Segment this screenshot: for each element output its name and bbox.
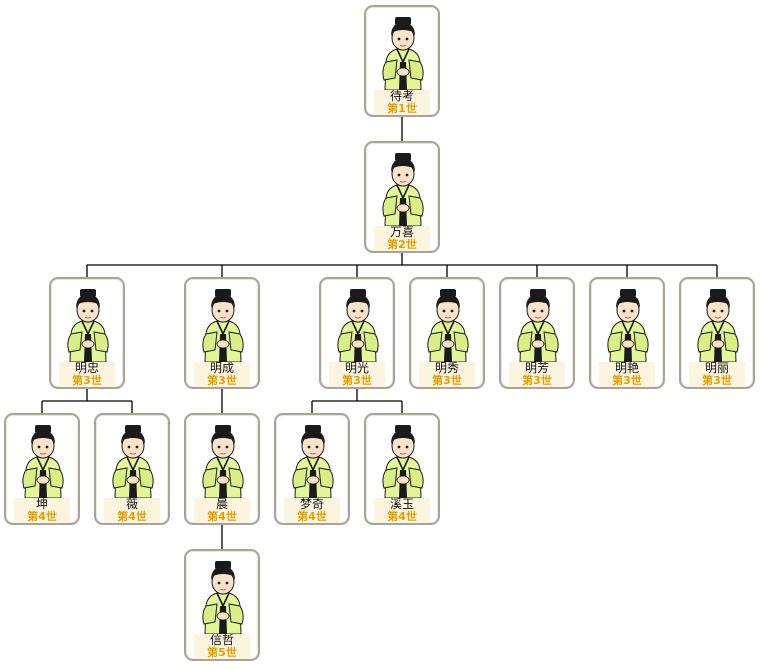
person-portrait-icon: [375, 150, 431, 226]
member-generation: 第4世: [207, 510, 237, 523]
member-card-chen[interactable]: 晨 第4世: [184, 413, 260, 525]
member-card-mingfang[interactable]: 明芳 第3世: [499, 277, 575, 389]
member-generation: 第1世: [387, 102, 417, 115]
member-generation: 第3世: [702, 374, 732, 387]
member-generation: 第2世: [387, 238, 417, 251]
member-card-mengqi[interactable]: 梦奇 第4世: [274, 413, 350, 525]
person-portrait-icon: [195, 286, 251, 362]
member-generation: 第4世: [387, 510, 417, 523]
member-card-xiyu[interactable]: 溪玉 第4世: [364, 413, 440, 525]
member-generation: 第3世: [72, 374, 102, 387]
member-name: 晨: [215, 497, 228, 511]
member-name: 明艳: [614, 361, 639, 375]
member-label: 梦奇 第4世: [284, 498, 340, 523]
person-portrait-icon: [420, 286, 476, 362]
member-generation: 第5世: [207, 646, 237, 659]
person-portrait-icon: [330, 286, 386, 362]
person-portrait-icon: [60, 286, 116, 362]
person-portrait-icon: [15, 422, 71, 498]
person-portrait-icon: [690, 286, 746, 362]
member-generation: 第4世: [117, 510, 147, 523]
member-name: 明芳: [524, 361, 549, 375]
member-name: 明光: [344, 361, 369, 375]
member-name: 待考: [389, 89, 414, 103]
member-card-mingzhong[interactable]: 明忠 第3世: [49, 277, 125, 389]
member-label: 坤 第4世: [14, 498, 70, 523]
member-card-mingxiu[interactable]: 明秀 第3世: [409, 277, 485, 389]
person-portrait-icon: [105, 422, 161, 498]
member-generation: 第3世: [207, 374, 237, 387]
person-portrait-icon: [195, 422, 251, 498]
member-generation: 第3世: [432, 374, 462, 387]
member-name: 梦奇: [299, 497, 324, 511]
person-portrait-icon: [375, 422, 431, 498]
member-label: 明忠 第3世: [59, 362, 115, 387]
member-label: 待考 第1世: [374, 90, 430, 115]
member-generation: 第4世: [297, 510, 327, 523]
member-name: 明丽: [704, 361, 729, 375]
member-label: 明艳 第3世: [599, 362, 655, 387]
member-name: 薇: [125, 497, 138, 511]
member-card-wanxi[interactable]: 万喜 第2世: [364, 141, 440, 253]
member-label: 明光 第3世: [329, 362, 385, 387]
member-name: 明秀: [434, 361, 459, 375]
member-name: 明忠: [74, 361, 99, 375]
member-generation: 第3世: [342, 374, 372, 387]
member-label: 晨 第4世: [194, 498, 250, 523]
person-portrait-icon: [285, 422, 341, 498]
member-card-kun[interactable]: 坤 第4世: [4, 413, 80, 525]
member-card-wei[interactable]: 薇 第4世: [94, 413, 170, 525]
member-card-mingcheng[interactable]: 明成 第3世: [184, 277, 260, 389]
member-label: 明芳 第3世: [509, 362, 565, 387]
person-portrait-icon: [195, 558, 251, 634]
member-card-mingyan[interactable]: 明艳 第3世: [589, 277, 665, 389]
member-label: 明秀 第3世: [419, 362, 475, 387]
member-card-daikao[interactable]: 待考 第1世: [364, 5, 440, 117]
member-generation: 第3世: [612, 374, 642, 387]
member-label: 明成 第3世: [194, 362, 250, 387]
member-card-mingli[interactable]: 明丽 第3世: [679, 277, 755, 389]
member-generation: 第3世: [522, 374, 552, 387]
member-card-mingguang[interactable]: 明光 第3世: [319, 277, 395, 389]
member-label: 万喜 第2世: [374, 226, 430, 251]
member-name: 明成: [209, 361, 234, 375]
member-label: 信哲 第5世: [194, 634, 250, 659]
member-label: 明丽 第3世: [689, 362, 745, 387]
member-name: 万喜: [389, 225, 414, 239]
member-name: 坤: [35, 497, 48, 511]
person-portrait-icon: [600, 286, 656, 362]
member-label: 薇 第4世: [104, 498, 160, 523]
member-card-xinzhe[interactable]: 信哲 第5世: [184, 549, 260, 661]
member-generation: 第4世: [27, 510, 57, 523]
member-label: 溪玉 第4世: [374, 498, 430, 523]
person-portrait-icon: [510, 286, 566, 362]
member-name: 信哲: [209, 633, 234, 647]
member-name: 溪玉: [389, 497, 414, 511]
person-portrait-icon: [375, 14, 431, 90]
